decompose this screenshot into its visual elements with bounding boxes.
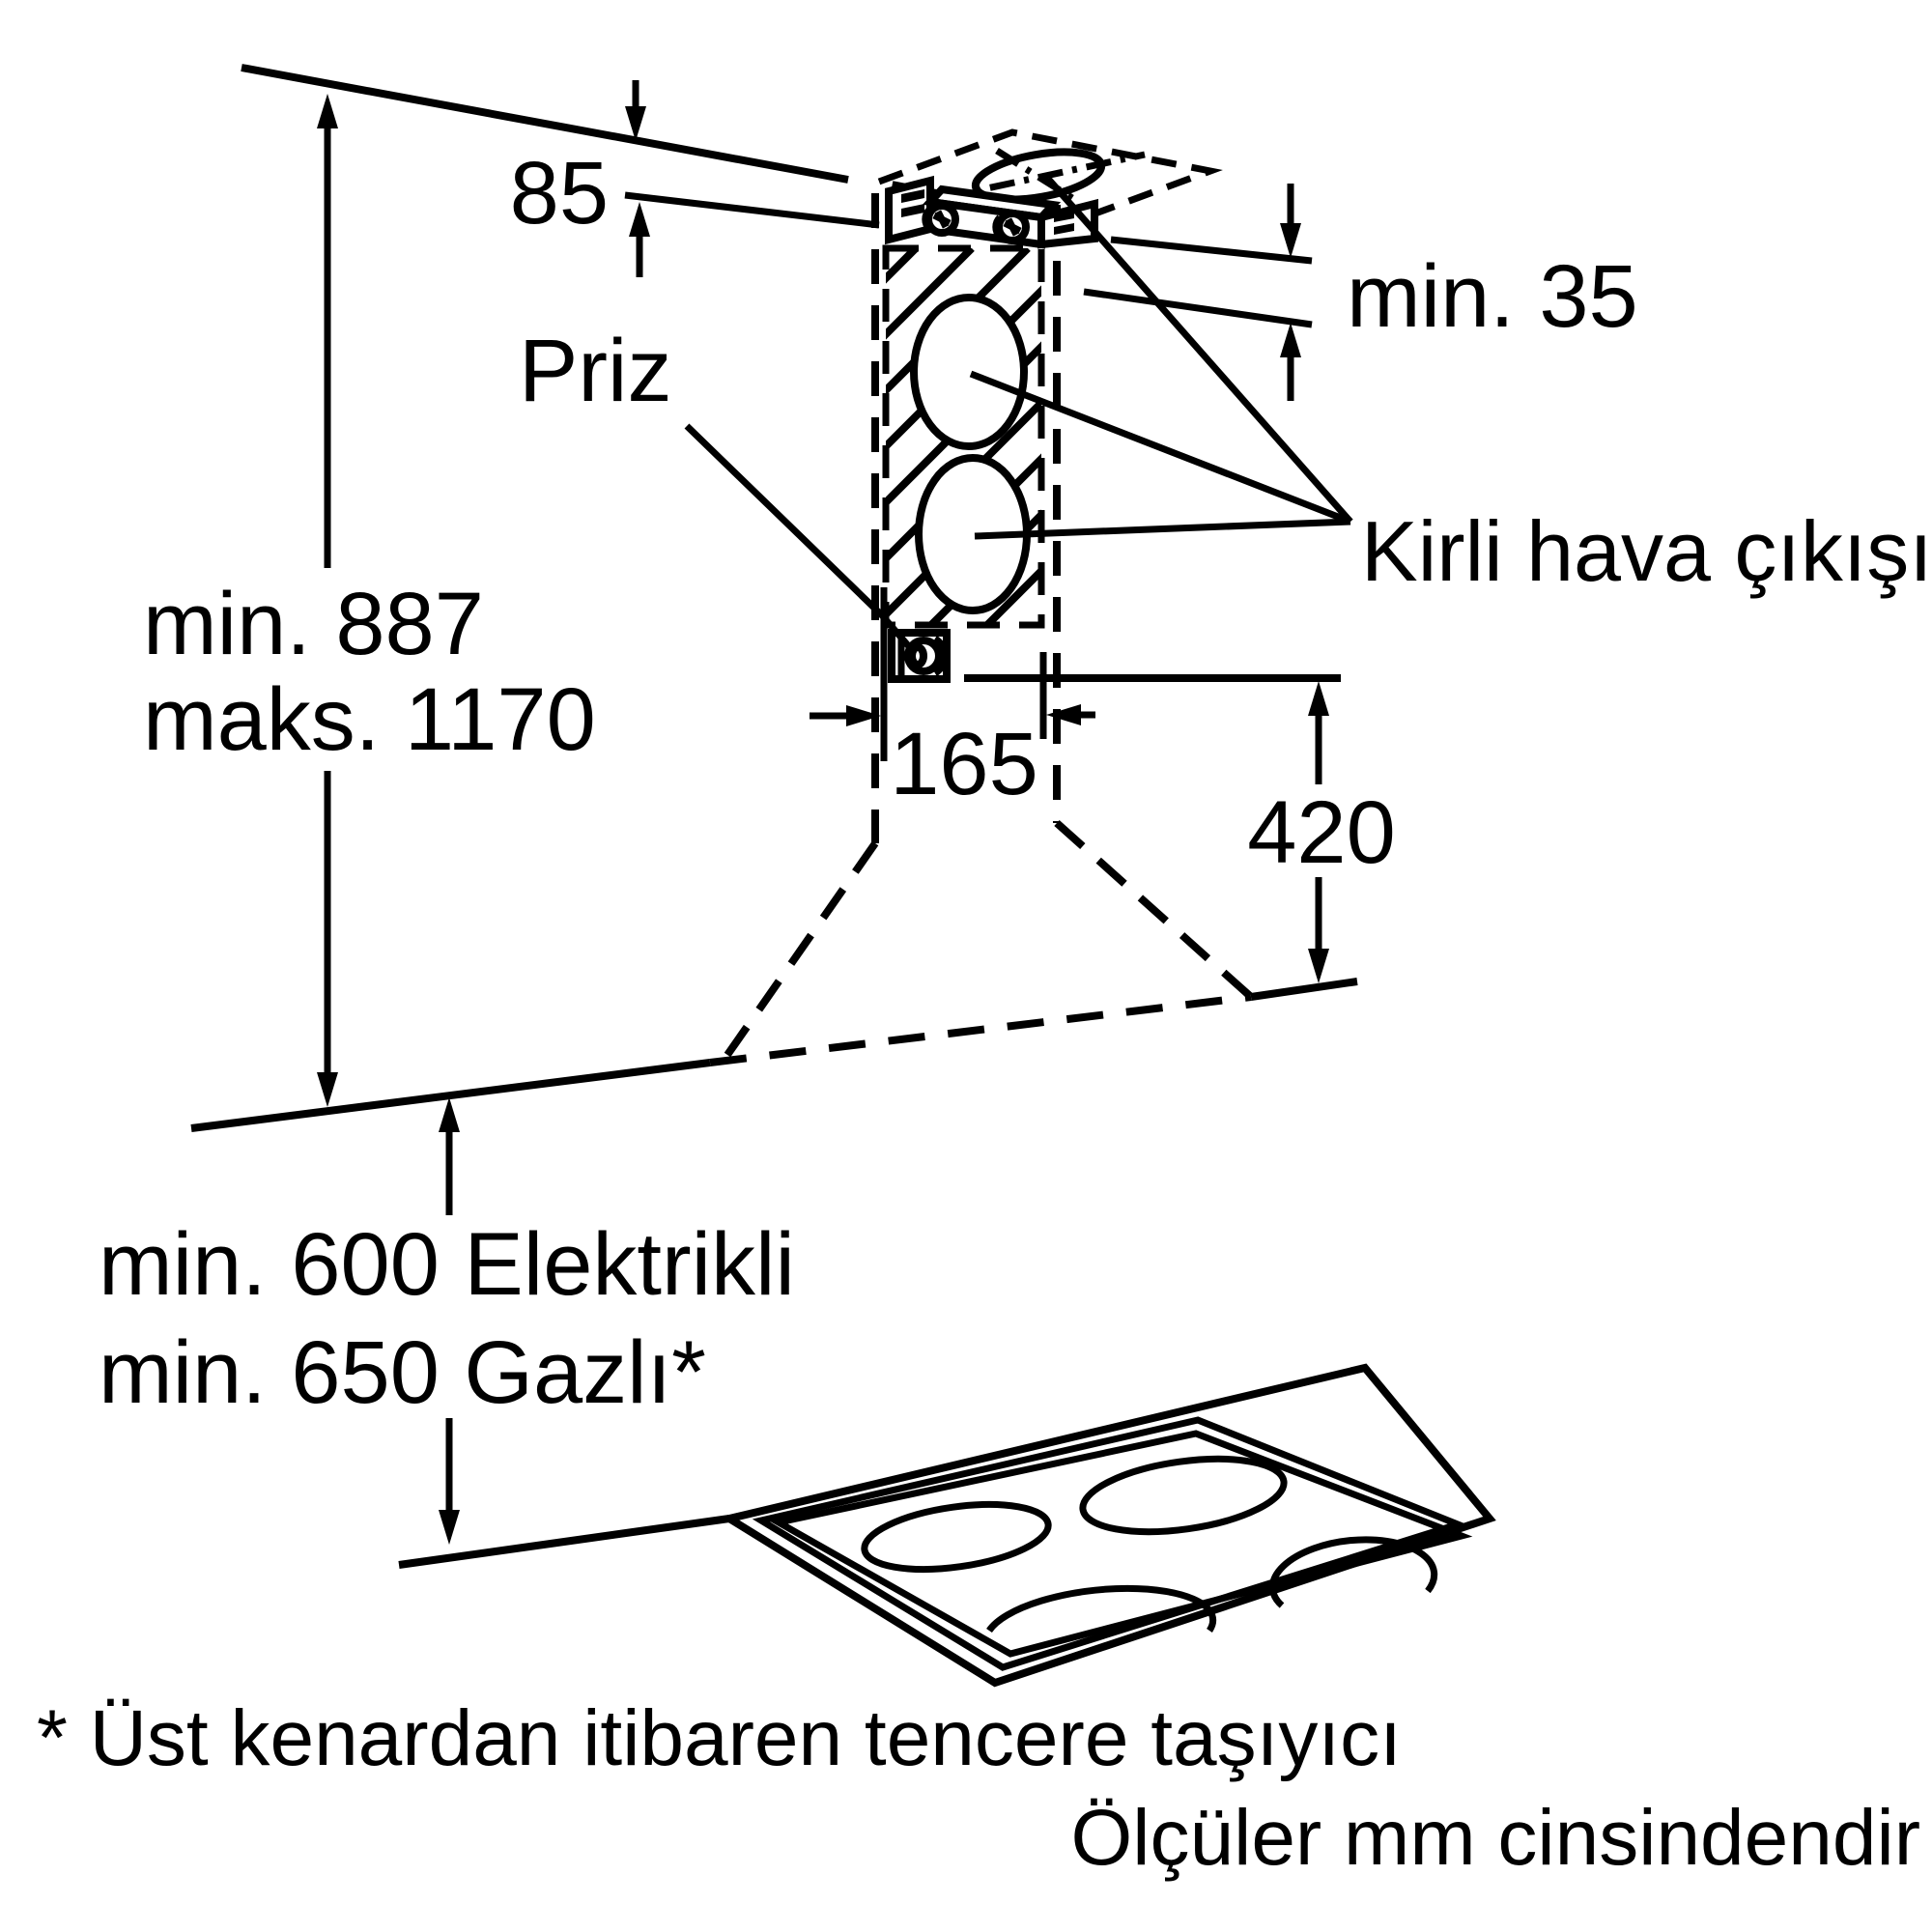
dimension-min35: min. 35	[1083, 184, 1638, 401]
dimension-420-label: 420	[1247, 783, 1396, 882]
exhaust-outlet-label: Kirli hava çıkışı	[1361, 503, 1932, 599]
dimension-165-label: 165	[890, 715, 1038, 813]
ceiling-line	[241, 64, 849, 184]
arrow-right-icon	[846, 705, 881, 726]
bracket-slot-icon	[1054, 223, 1074, 235]
hood-canopy-outline	[724, 820, 1254, 1058]
dimension-height: min. 887 maks. 1170	[143, 94, 596, 1107]
dimension-85: 85	[510, 80, 880, 277]
arrow-down-icon	[1280, 223, 1301, 258]
ceiling-cutout-outline	[867, 128, 1223, 224]
hob-clearance-gas-label: min. 650 Gazlı*	[99, 1323, 706, 1422]
arrow-up-icon	[439, 1097, 460, 1132]
arrow-down-icon	[439, 1510, 460, 1545]
hob-surface-line	[398, 1515, 730, 1569]
height-min-label: min. 887	[143, 575, 484, 673]
arrow-down-icon	[1308, 949, 1329, 983]
hob-clearance-electric-label: min. 600 Elektrikli	[99, 1215, 795, 1314]
socket-label: Priz	[519, 322, 671, 420]
dimension-min35-label: min. 35	[1347, 247, 1638, 346]
cooktop-rim-line	[752, 1416, 1468, 1671]
units-note-text: Ölçüler mm cinsindendir	[1071, 1794, 1921, 1882]
duct-outlet-upper-circle	[910, 294, 1028, 450]
arrow-down-icon	[625, 106, 646, 141]
footnote-text: * Üst kenardan itibaren tencere taşıyıcı	[37, 1694, 1402, 1782]
arrow-up-icon	[1308, 681, 1329, 716]
burner-front-right-icon	[1268, 1536, 1438, 1608]
duct-collar	[941, 148, 1146, 206]
dimension-hob-clearance: min. 600 Elektrikli min. 650 Gazlı*	[99, 1097, 795, 1545]
wall-line	[190, 978, 1358, 1132]
burner-front-left-icon	[986, 1584, 1217, 1633]
arrow-up-icon	[629, 202, 650, 237]
burner-back-right-icon	[1079, 1455, 1288, 1536]
arrow-down-icon	[317, 1072, 338, 1107]
cooktop-rim-line	[769, 1430, 1473, 1658]
dimension-85-label: 85	[510, 144, 609, 242]
mounting-bracket	[885, 175, 1098, 249]
arrow-left-icon	[1046, 704, 1081, 725]
chimney-shaft-outline	[871, 193, 1061, 843]
height-max-label: maks. 1170	[143, 670, 596, 769]
dimension-420: 420	[964, 674, 1396, 983]
dimension-165: 165	[810, 587, 1095, 813]
burner-back-left-icon	[861, 1501, 1052, 1573]
cooktop	[719, 1363, 1496, 1688]
exhaust-outlet-leader-lines	[969, 176, 1353, 540]
arrow-up-icon	[1280, 323, 1301, 357]
bracket-slot-icon	[901, 204, 924, 217]
arrow-up-icon	[317, 94, 338, 128]
bracket-slot-icon	[1054, 211, 1074, 222]
cooktop-outer-edge	[719, 1363, 1496, 1688]
bracket-slot-icon	[901, 189, 924, 203]
